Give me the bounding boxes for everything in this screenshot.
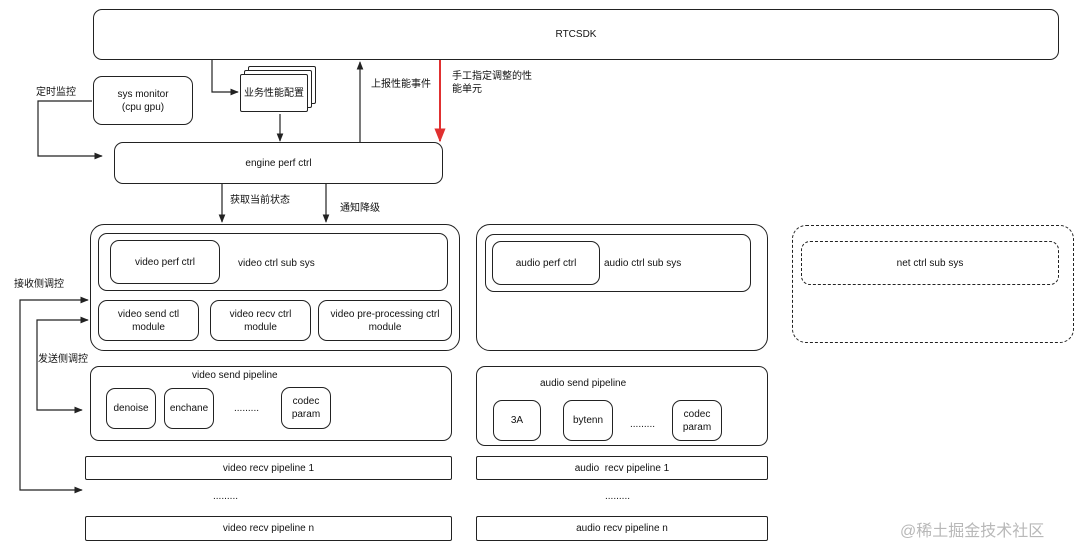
audio-recv-pipeline-1-label: audio recv pipeline 1 xyxy=(574,462,670,474)
video-recv-pipeline-1-label: video recv pipeline 1 xyxy=(222,462,315,474)
audio-codec-param-label: codec param xyxy=(682,408,712,433)
video-recv-ctrl-label: video recv ctrl module xyxy=(229,308,292,333)
video-recv-ellipsis: ......... xyxy=(213,491,239,502)
rtcsdk-node: RTCSDK xyxy=(93,9,1059,60)
get-state-label: 获取当前状态 xyxy=(230,195,290,206)
audio-3a-label: 3A xyxy=(510,415,524,426)
video-preproc-ctrl-label: video pre-processing ctrl module xyxy=(330,308,440,333)
video-send-ellipsis: ......... xyxy=(234,403,260,414)
report-perf-event-label: 上报性能事件 xyxy=(371,79,431,90)
watermark-text: @稀土掘金技术社区 xyxy=(900,523,1045,540)
denoise-node: denoise xyxy=(106,388,156,429)
video-send-ctrl-node: video send ctl module xyxy=(98,300,199,341)
sys-monitor-label: sys monitor (cpu gpu) xyxy=(117,88,169,113)
video-recv-pipeline-n-label: video recv pipeline n xyxy=(222,523,315,534)
edge-rtcsdk-to-config xyxy=(211,60,239,96)
video-send-ctrl-label: video send ctl module xyxy=(117,308,180,333)
net-ctrl-sub-sys-label: net ctrl sub sys xyxy=(896,257,964,269)
rtcsdk-label: RTCSDK xyxy=(555,29,597,40)
denoise-label: denoise xyxy=(113,403,149,414)
engine-perf-ctrl-label: engine perf ctrl xyxy=(245,157,312,169)
audio-send-ellipsis: ......... xyxy=(630,419,656,430)
video-perf-ctrl-node: video perf ctrl xyxy=(110,240,220,284)
audio-recv-pipeline-n-label: audio recv pipeline n xyxy=(576,523,668,534)
edge-timed-monitor xyxy=(37,100,103,160)
bytenn-label: bytenn xyxy=(572,415,604,426)
video-recv-pipeline-1: video recv pipeline 1 xyxy=(85,456,452,480)
send-side-control-label: 发送侧调控 xyxy=(38,354,88,365)
perf-config-label: 业务性能配置 xyxy=(244,87,304,99)
enchane-label: enchane xyxy=(169,403,209,414)
sys-monitor-node: sys monitor (cpu gpu) xyxy=(93,76,193,125)
audio-3a-node: 3A xyxy=(493,400,541,441)
net-ctrl-sub-sys: net ctrl sub sys xyxy=(801,241,1059,285)
video-ctrl-sub-sys-label: video ctrl sub sys xyxy=(238,258,315,269)
audio-recv-ellipsis: ......... xyxy=(605,491,631,502)
video-send-pipeline-label: video send pipeline xyxy=(192,370,278,381)
edge-recv-side-control xyxy=(19,296,89,494)
video-codec-param-node: codec param xyxy=(281,387,331,429)
perf-config-doc: 业务性能配置 xyxy=(240,74,308,112)
video-perf-ctrl-label: video perf ctrl xyxy=(134,256,196,268)
recv-side-control-label: 接收侧调控 xyxy=(14,279,64,290)
video-recv-ctrl-node: video recv ctrl module xyxy=(210,300,311,341)
enchane-node: enchane xyxy=(164,388,214,429)
audio-codec-param-node: codec param xyxy=(672,400,722,441)
bytenn-node: bytenn xyxy=(563,400,613,441)
audio-recv-pipeline-1: audio recv pipeline 1 xyxy=(476,456,768,480)
notify-downgrade-label: 通知降级 xyxy=(340,203,380,214)
manual-adjust-label: 手工指定调整的性能单元 xyxy=(452,71,532,95)
edge-send-side-control xyxy=(36,316,89,414)
audio-perf-ctrl-node: audio perf ctrl xyxy=(492,241,600,285)
audio-recv-pipeline-n: audio recv pipeline n xyxy=(476,516,768,541)
video-recv-pipeline-n: video recv pipeline n xyxy=(85,516,452,541)
audio-send-pipeline-label: audio send pipeline xyxy=(540,378,627,389)
engine-perf-ctrl-node: engine perf ctrl xyxy=(114,142,443,184)
video-preproc-ctrl-node: video pre-processing ctrl module xyxy=(318,300,452,341)
video-codec-param-label: codec param xyxy=(291,396,321,420)
audio-ctrl-sub-sys-label: audio ctrl sub sys xyxy=(604,258,682,269)
timed-monitor-label: 定时监控 xyxy=(36,87,76,98)
audio-perf-ctrl-label: audio perf ctrl xyxy=(515,257,577,269)
